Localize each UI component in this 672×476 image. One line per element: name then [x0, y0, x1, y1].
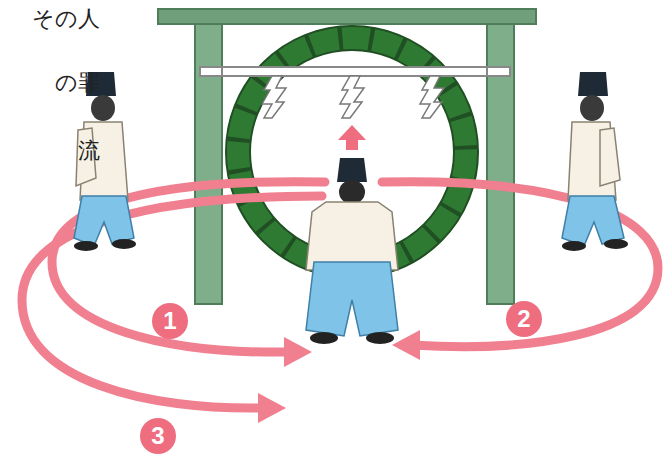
up-arrow: [338, 125, 366, 150]
priest-figure: [562, 72, 628, 251]
callout-number: 3: [140, 418, 176, 454]
torii-pillar: [487, 22, 514, 304]
priest-figure: [306, 158, 398, 344]
callout-number: 2: [506, 301, 542, 337]
torii-beam: [158, 9, 536, 24]
callout-number: 1: [152, 303, 188, 339]
shide-paper: [262, 76, 444, 118]
note-text: 流: [78, 138, 100, 164]
route-loop: [22, 182, 658, 408]
torii-bar: [200, 67, 510, 76]
arrow-head: [258, 330, 420, 423]
torii-pillar: [195, 22, 222, 304]
priest-figure: [74, 72, 136, 251]
torii-bar: [222, 67, 487, 76]
note-text: の罪: [55, 70, 100, 96]
note-text: その人: [32, 6, 100, 32]
